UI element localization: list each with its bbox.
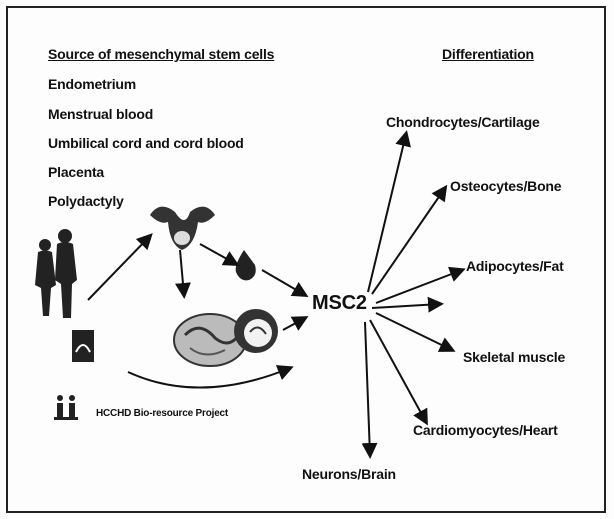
newborn-icon bbox=[72, 330, 94, 362]
human-figures-icon bbox=[35, 229, 77, 318]
project-label: HCCHD Bio-resource Project bbox=[96, 408, 228, 419]
source-item-polydactyly: Polydactyly bbox=[48, 193, 124, 209]
source-item-umbilical-cord: Umbilical cord and cord blood bbox=[48, 135, 244, 151]
target-osteocytes: Osteocytes/Bone bbox=[450, 178, 561, 194]
source-item-placenta: Placenta bbox=[48, 164, 104, 180]
source-item-menstrual-blood: Menstrual blood bbox=[48, 106, 153, 122]
project-logo-icon bbox=[54, 395, 78, 420]
differentiation-arrows bbox=[365, 134, 462, 455]
uterus-icon bbox=[150, 207, 215, 250]
target-neurons: Neurons/Brain bbox=[302, 466, 396, 482]
differentiation-heading: Differentiation bbox=[442, 46, 534, 62]
target-cardiomyocytes: Cardiomyocytes/Heart bbox=[413, 422, 558, 438]
target-adipocytes: Adipocytes/Fat bbox=[466, 258, 564, 274]
source-item-endometrium: Endometrium bbox=[48, 76, 136, 92]
blood-drop-icon bbox=[236, 250, 256, 280]
msc2-hub-label: MSC2 bbox=[312, 292, 367, 315]
target-skeletal-muscle: Skeletal muscle bbox=[463, 349, 565, 365]
target-chondrocytes: Chondrocytes/Cartilage bbox=[386, 114, 540, 130]
source-heading: Source of mesenchymal stem cells bbox=[48, 46, 274, 62]
placenta-cord-icon bbox=[174, 309, 278, 366]
